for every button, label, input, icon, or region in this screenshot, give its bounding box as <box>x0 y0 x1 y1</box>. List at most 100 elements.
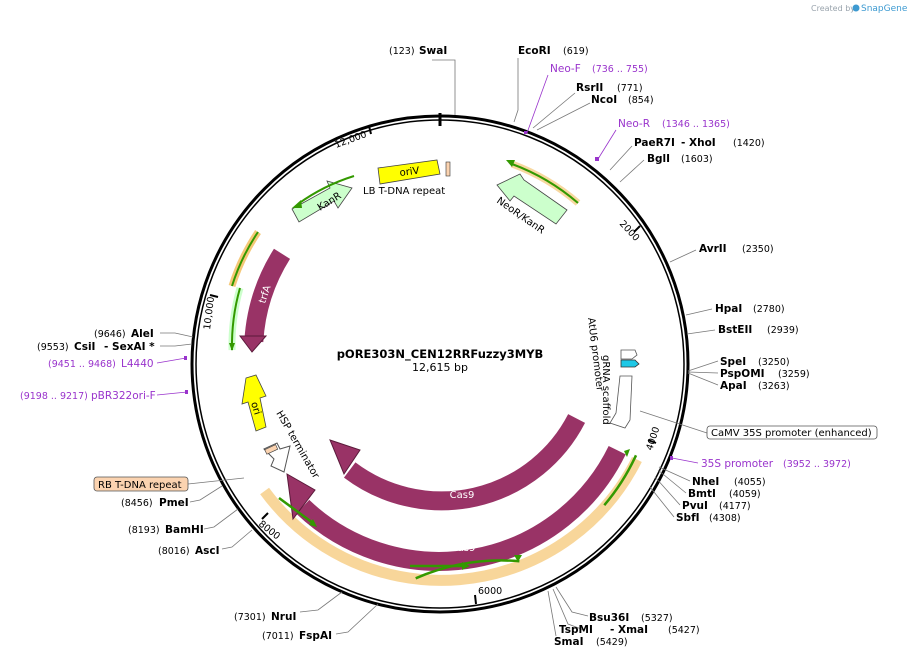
enzyme-bamhi-name: BamHI <box>165 524 204 536</box>
enzyme-rsrii-name: RsrII <box>576 82 603 94</box>
rb-repeat-box <box>93 476 189 492</box>
enzyme-bmti-name: BmtI <box>688 488 716 500</box>
orf-arrow-trfa-1 <box>231 231 259 287</box>
primer-35s-marker <box>670 456 673 460</box>
enzyme-spei-group-leader <box>687 360 719 386</box>
primer-l4440-leader <box>156 357 187 364</box>
primer-l4440-name: L4440 <box>121 358 154 370</box>
primer-pbr322-leader <box>156 391 188 396</box>
enzyme-avrii-name: AvrII <box>699 243 727 255</box>
enzyme-asci-name: AscI <box>195 545 220 557</box>
enzyme-tspmi-name: TspMI <box>559 624 593 636</box>
enzyme-paer7i-suffix: - XhoI <box>681 137 716 149</box>
orf-arrow-neo <box>511 163 579 204</box>
enzyme-fspai-name: FspAI <box>299 630 332 642</box>
enzyme-csii-suffix: - SexAI * <box>104 341 155 353</box>
orf-arrow-bottom-3 <box>278 496 314 525</box>
tick-label-6000: 6000 <box>478 586 502 597</box>
enzyme-bmti-pos: (4059) <box>729 489 761 500</box>
enzyme-csii-name: CsiI <box>74 341 95 353</box>
primer-pbr322-range: (9198 .. 9217) <box>20 391 88 402</box>
enzyme-pvui-name: PvuI <box>682 500 708 512</box>
camv-35s-box <box>706 425 878 440</box>
atu6-promoter-feature <box>620 349 638 360</box>
primer-neo-f-leader <box>526 74 549 134</box>
enzyme-bsu36i-name: Bsu36I <box>589 612 629 624</box>
primer-35s-leader <box>671 457 699 464</box>
enzyme-asci-leader <box>221 529 253 550</box>
enzyme-apai-pos: (3263) <box>758 381 790 392</box>
enzyme-bsteii-pos: (2939) <box>767 325 799 336</box>
enzyme-avrii-leader <box>669 249 697 263</box>
enzyme-alei-leader <box>160 332 194 338</box>
trfa-arrowhead <box>239 335 268 353</box>
enzyme-smai-name: SmaI <box>554 636 584 648</box>
primer-neo-r-leader <box>597 129 617 160</box>
orf-arrow-bottom-1 <box>415 559 520 580</box>
enzyme-ncoi-pos: (854) <box>628 95 654 106</box>
enzyme-ecori-pos: (619) <box>563 46 589 57</box>
orf-arrow-neo-head <box>506 160 515 167</box>
kanr-feature <box>291 180 353 223</box>
tick-label-4000: 4000 <box>644 426 662 452</box>
enzyme-swai-leader <box>432 59 456 115</box>
primer-35s-range: (3952 .. 3972) <box>783 459 851 470</box>
snapgene-logo-icon <box>852 4 860 12</box>
lb-repeat-label: LB T-DNA repeat <box>363 186 445 197</box>
enzyme-bsteii-name: BstEII <box>718 324 752 336</box>
orf-arrow-bottom-1-head <box>514 555 522 562</box>
enzyme-bsu36i-group-leader <box>547 586 589 637</box>
enzyme-sbfi-pos: (4308) <box>709 513 741 524</box>
enzyme-spei-name: SpeI <box>720 356 746 368</box>
primer-neo-r-name: Neo-R <box>618 118 650 130</box>
enzyme-rsrii-pos: (771) <box>617 83 643 94</box>
orf-arrow-trfa-2-head <box>229 343 235 351</box>
enzyme-paer7i-leader <box>609 145 633 171</box>
ori-label: ori <box>248 401 262 417</box>
enzyme-paer7i-name: PaeR7I <box>634 137 675 149</box>
tick-mark-10000 <box>209 294 219 298</box>
cas9-outer-band <box>296 446 626 571</box>
primer-neo-f-range: (736 .. 755) <box>592 64 648 75</box>
enzyme-spei-pos: (3250) <box>758 357 790 368</box>
enzyme-fspai-leader <box>335 603 379 635</box>
tick-label-10000: 10,000 <box>202 296 217 330</box>
primer-pbr322-name: pBR322ori-F <box>91 390 156 402</box>
camv-leader <box>639 410 708 434</box>
enzyme-pmei-name: PmeI <box>159 497 189 509</box>
lb-repeat-marker <box>445 161 451 177</box>
enzyme-apai-name: ApaI <box>720 380 747 392</box>
tick-mark-8000 <box>261 512 269 520</box>
primer-l4440-range: (9451 .. 9468) <box>48 359 116 370</box>
enzyme-smai-pos: (5429) <box>596 637 628 648</box>
credit-prefix: Created by <box>811 4 855 13</box>
primer-pbr322-marker <box>185 390 188 394</box>
cas9-outer-label: Cas9 <box>451 543 476 554</box>
enzyme-asci-pos: (8016) <box>158 546 190 557</box>
enzyme-paer7i-pos: (1420) <box>733 138 765 149</box>
enzyme-bgli-name: BglI <box>647 153 670 165</box>
enzyme-ecori-leader <box>513 58 519 123</box>
rb-repeat-marker <box>264 444 279 455</box>
grna-scaffold-label: gRNA scaffold <box>600 355 611 425</box>
orf-arrow-right-1-head <box>624 449 630 457</box>
primer-35s-name: 35S promoter <box>701 458 774 470</box>
tick-mark-4000 <box>647 439 657 444</box>
enzyme-bgli-pos: (1603) <box>681 154 713 165</box>
ori-feature <box>241 374 267 432</box>
enzyme-hpai-name: HpaI <box>715 303 742 315</box>
rb-repeat-label: RB T-DNA repeat <box>98 480 182 491</box>
trfa-label: trfA <box>257 284 273 305</box>
enzyme-nrui-name: NruI <box>271 611 296 623</box>
primer-neo-r-range: (1346 .. 1365) <box>662 119 730 130</box>
enzyme-ecori-name: EcoRI <box>518 45 551 57</box>
trfa-band <box>244 248 291 343</box>
plasmid-name: pORE303N_CEN12RRFuzzy3MYB <box>337 347 544 362</box>
primer-neo-f-name: Neo-F <box>550 63 581 75</box>
enzyme-nrui-pos: (7301) <box>234 612 266 623</box>
orf-arrow-right-1 <box>603 454 638 507</box>
cas9-inner-label: Cas9 <box>450 490 475 501</box>
tick-mark-6000 <box>474 594 477 605</box>
enzyme-pvui-pos: (4177) <box>719 501 751 512</box>
camv-35s-label: CaMV 35S promoter (enhanced) <box>711 428 872 439</box>
